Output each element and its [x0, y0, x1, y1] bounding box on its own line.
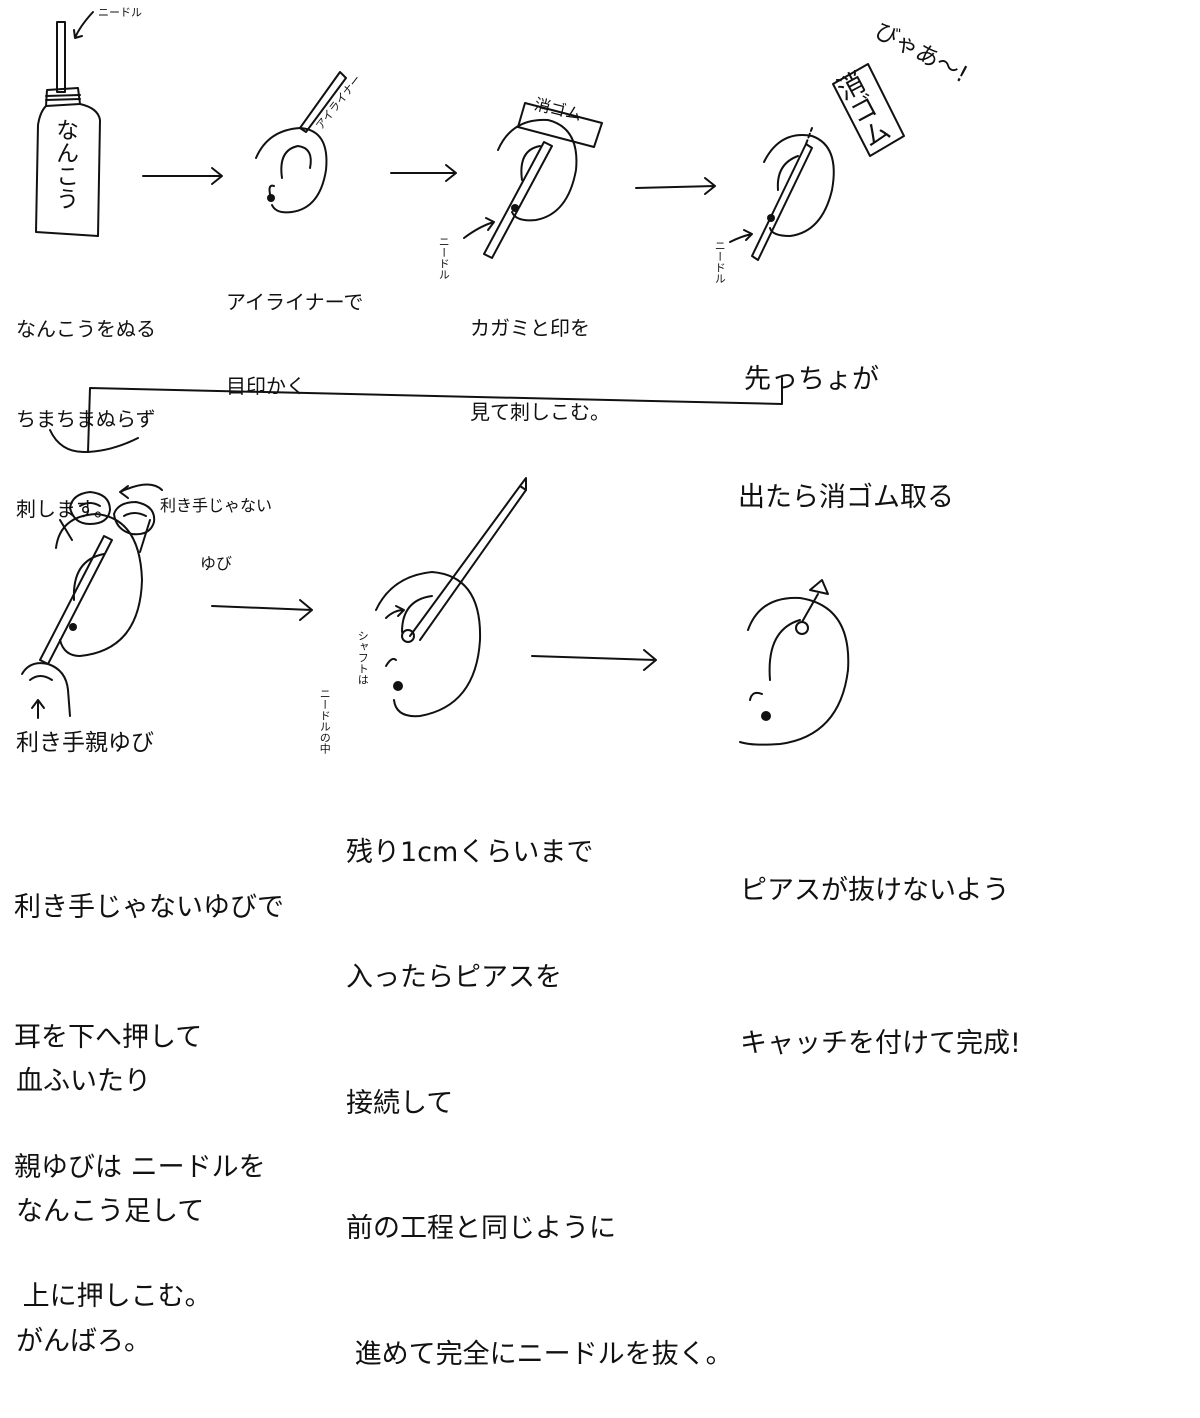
tube-body [35, 103, 101, 237]
long-needle [409, 485, 527, 641]
caption-step6: 残り1cmくらいまで 入ったらピアスを 接続して 前の工程と同じように 進めて完… [346, 748, 733, 1418]
dominant-thumb-label: 利き手親ゆび [16, 730, 154, 756]
arrow-2 [390, 164, 457, 182]
caption-step5-note-line-2: なんこう足して [16, 1195, 205, 1227]
caption-step4-line-1: 先っちょが [744, 364, 879, 396]
caption-step1-line-2: ちまちまぬらず [16, 407, 156, 431]
thumb-arrow [31, 699, 45, 719]
ear-drawing-step2 [255, 71, 347, 214]
caption-step5-note-line-1: 血ふいたり [16, 1066, 151, 1098]
tube-cap [45, 87, 81, 107]
needle-arrow-step4 [729, 229, 753, 243]
caption-step5-line-2: 耳を下へ押して [14, 1021, 203, 1053]
caption-step5-note: 血ふいたり なんこう足して がんばろ。 [16, 974, 204, 1406]
caption-step7-line-1: ピアスが抜けないよう [740, 874, 1010, 906]
caption-step6-line-5: 進めて完全にニードルを抜く。 [346, 1338, 733, 1370]
needle-label-top: ニードル [98, 6, 142, 19]
caption-step3-line-1: カガミと印を [470, 316, 590, 340]
needle-pointer-arrow [73, 11, 94, 39]
ear-drawing-step6 [375, 477, 527, 718]
caption-step5-line-3: 親ゆびは ニードルを [14, 1151, 266, 1183]
eraser-drawing [517, 102, 603, 148]
row-connector [87, 377, 783, 453]
flying-eraser [832, 63, 905, 157]
arrow-4 [211, 599, 313, 621]
needle-step3 [483, 141, 553, 259]
needle-label-step4: ニードル [713, 240, 727, 284]
diagram-drawing [21, 11, 905, 746]
finger-arrow [119, 483, 163, 499]
caption-step2-line-2: 目印かく [226, 374, 306, 398]
caption-step7-line-2: キャッチを付けて完成! [740, 1028, 1021, 1060]
shaft-label: シャフトは [356, 630, 370, 685]
non-dominant-finger-line-2: ゆび [200, 553, 233, 573]
ointment-tube-label: なんこう [51, 118, 78, 210]
ear-drawing-step7 [739, 579, 850, 746]
caption-step4: 先っちょが 出たら消ゴム取る [738, 282, 954, 556]
arrow-5 [531, 649, 657, 671]
caption-step6-line-2: 入ったらピアスを [346, 962, 562, 994]
finger-right [113, 501, 156, 536]
thumb [21, 662, 71, 717]
caption-step5-line-1: 利き手じゃないゆびで [14, 892, 284, 924]
piercing-stud [795, 621, 809, 635]
caption-step1-line-3: 刺します。 [16, 497, 114, 521]
caption-step6-line-4: 前の工程と同じように [346, 1213, 616, 1245]
arrow-1 [142, 167, 223, 185]
needle-in-tube [56, 21, 66, 93]
inside-needle-label: ニードルの中 [318, 688, 332, 754]
needle-label-step3: ニードル [437, 236, 451, 280]
caption-step1: なんこうをぬる ちまちまぬらず 刺します。 [16, 254, 156, 554]
needle-arrow-step3 [463, 217, 495, 239]
caption-step3-line-2: 見て刺しこむ。 [470, 400, 610, 424]
ointment-tube-drawing [35, 11, 101, 237]
caption-step1-line-1: なんこうをぬる [16, 317, 156, 341]
finger-left [69, 491, 111, 525]
caption-step2: アイライナーで 目印かく [226, 232, 363, 428]
piercing-catch [809, 579, 829, 595]
row-connector-arrowhead [49, 429, 139, 453]
caption-step3: カガミと印を 見て刺しこむ。 [470, 258, 610, 454]
shaft-arrow [385, 605, 405, 619]
non-dominant-finger-label: 利き手じゃない ゆび [160, 458, 272, 592]
ear-drawing-step4 [729, 63, 905, 261]
caption-step5-note-line-3: がんばろ。 [16, 1325, 151, 1357]
ear-drawing-step5 [21, 483, 163, 719]
ear-drawing-step3 [463, 102, 603, 259]
caption-step7: ピアスが抜けないよう キャッチを付けて完成! [740, 762, 1021, 1121]
piercing-ball [401, 629, 415, 643]
needle-step4 [751, 143, 813, 261]
caption-step6-line-1: 残り1cmくらいまで [346, 836, 594, 868]
caption-step6-line-3: 接続して [346, 1087, 454, 1119]
arrow-3 [635, 177, 716, 195]
eyeliner-pencil [299, 71, 347, 133]
caption-step2-line-1: アイライナーで [226, 290, 364, 314]
caption-step4-line-2: 出たら消ゴム取る [738, 481, 954, 513]
non-dominant-finger-line-1: 利き手じゃない [160, 496, 273, 516]
